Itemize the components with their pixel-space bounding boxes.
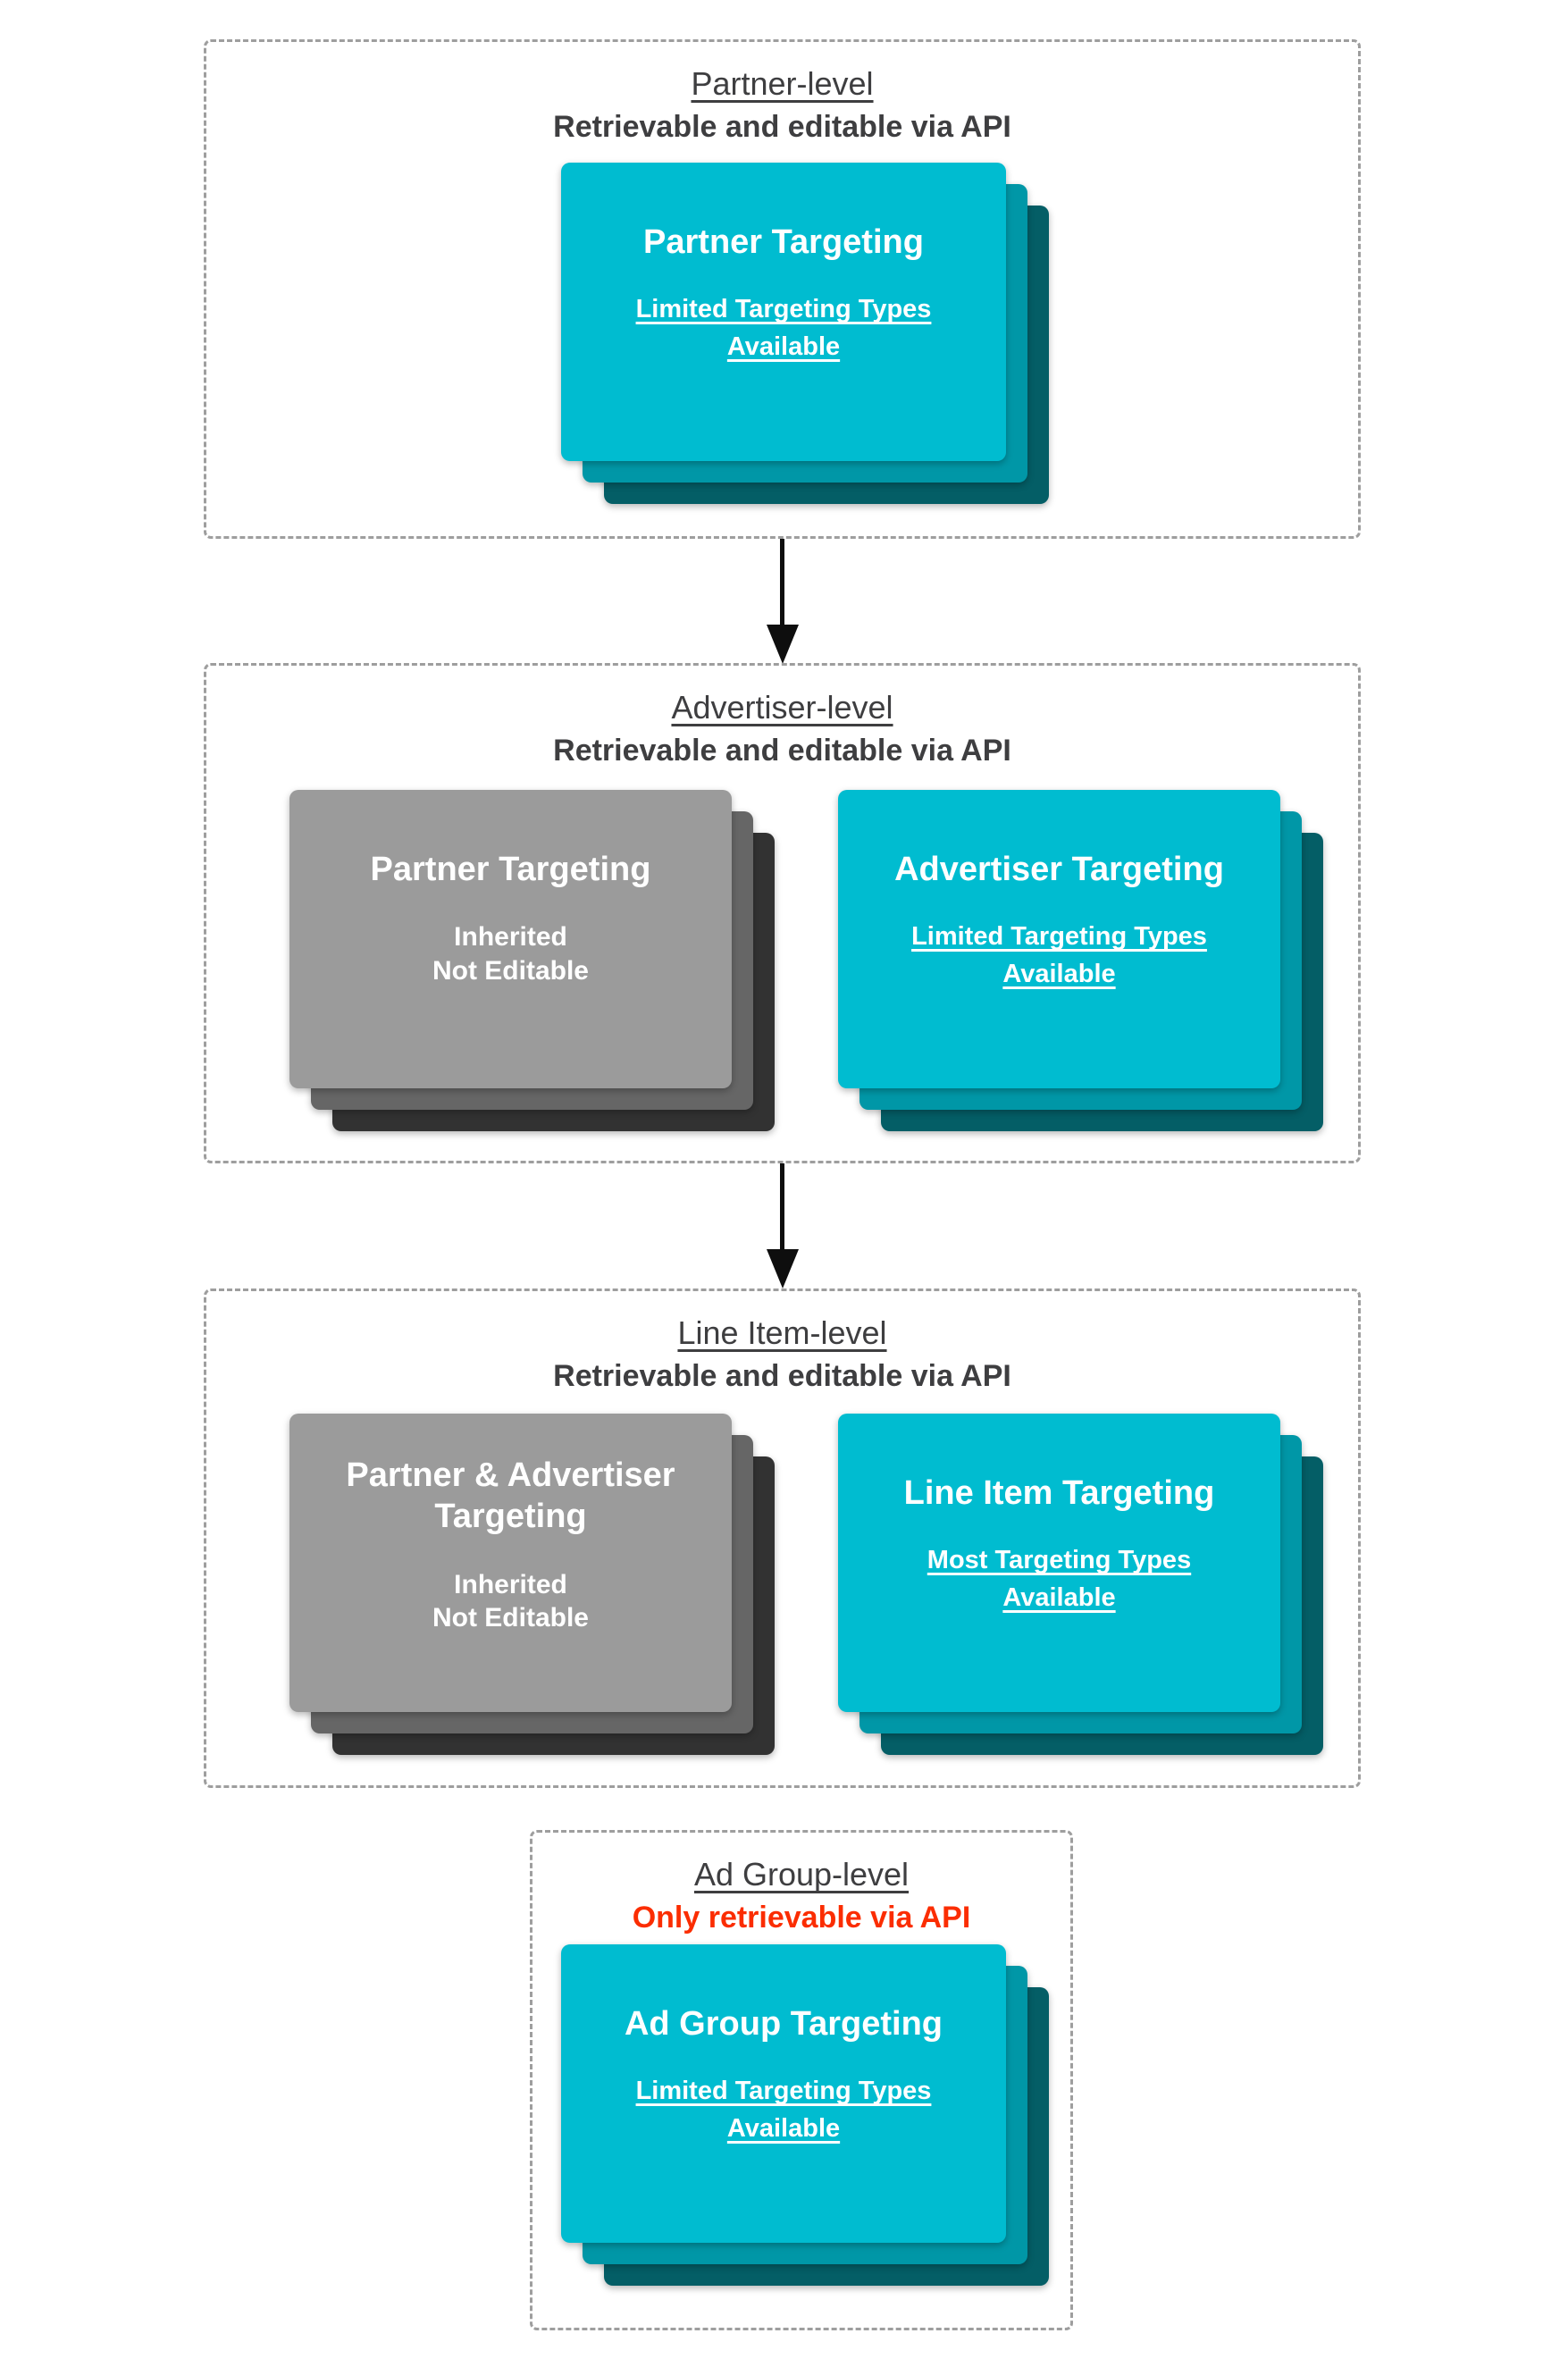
card-title: Line Item Targeting [903,1474,1215,1512]
card-line: Inherited [454,922,567,953]
flow-arrow-shaft [780,1163,784,1253]
card-face: Advertiser Targeting Limited Targeting T… [838,790,1280,1088]
card-partner-targeting: Partner Targeting Limited Targeting Type… [561,163,1049,504]
card-ad-group-targeting: Ad Group Targeting Limited Targeting Typ… [561,1944,1049,2286]
section-partner-level: Partner-level Retrievable and editable v… [204,39,1361,539]
card-line: Not Editable [432,955,589,986]
level-title: Ad Group-level [693,1856,910,1893]
card-subtitle: Limited Targeting Types Available [635,295,932,361]
card-face: Partner Targeting Inherited Not Editable [289,790,732,1088]
level-title: Advertiser-level [671,689,893,726]
card-subtitle: Limited Targeting Types Available [635,2077,932,2143]
flow-arrow-head [767,625,799,664]
card-face: Partner Targeting Limited Targeting Type… [561,163,1006,461]
card-line-item-targeting: Line Item Targeting Most Targeting Types… [838,1414,1323,1755]
card-face: Ad Group Targeting Limited Targeting Typ… [561,1944,1006,2243]
level-title: Line Item-level [677,1314,887,1351]
card-inherited-partner-advertiser-targeting: Partner & Advertiser Targeting Inherited… [289,1414,775,1755]
card-title: Partner Targeting [643,223,924,261]
level-title: Partner-level [691,65,874,102]
section-advertiser-level: Advertiser-level Retrievable and editabl… [204,663,1361,1163]
flow-arrow-shaft [780,539,784,628]
card-subtitle: Limited Targeting Types Available [911,922,1207,988]
card-face: Partner & Advertiser Targeting Inherited… [289,1414,732,1712]
card-subtitle: Most Targeting Types Available [927,1546,1192,1612]
section-ad-group-level: Ad Group-level Only retrievable via API … [530,1830,1073,2330]
card-face: Line Item Targeting Most Targeting Types… [838,1414,1280,1712]
card-title: Ad Group Targeting [624,2005,943,2043]
level-subtitle: Retrievable and editable via API [553,1359,1011,1394]
card-line: Not Editable [432,1603,589,1633]
card-title: Partner & Advertiser Targeting [346,1456,675,1536]
flow-arrow-head [767,1249,799,1288]
level-subtitle: Only retrievable via API [632,1901,971,1935]
card-line: Inherited [454,1569,567,1599]
level-subtitle: Retrievable and editable via API [553,734,1011,768]
level-subtitle: Retrievable and editable via API [553,110,1011,145]
card-inherited-partner-targeting: Partner Targeting Inherited Not Editable [289,790,775,1131]
card-advertiser-targeting: Advertiser Targeting Limited Targeting T… [838,790,1323,1131]
card-title: Advertiser Targeting [894,851,1224,888]
card-title: Partner Targeting [370,851,651,888]
section-line-item-level: Line Item-level Retrievable and editable… [204,1288,1361,1788]
